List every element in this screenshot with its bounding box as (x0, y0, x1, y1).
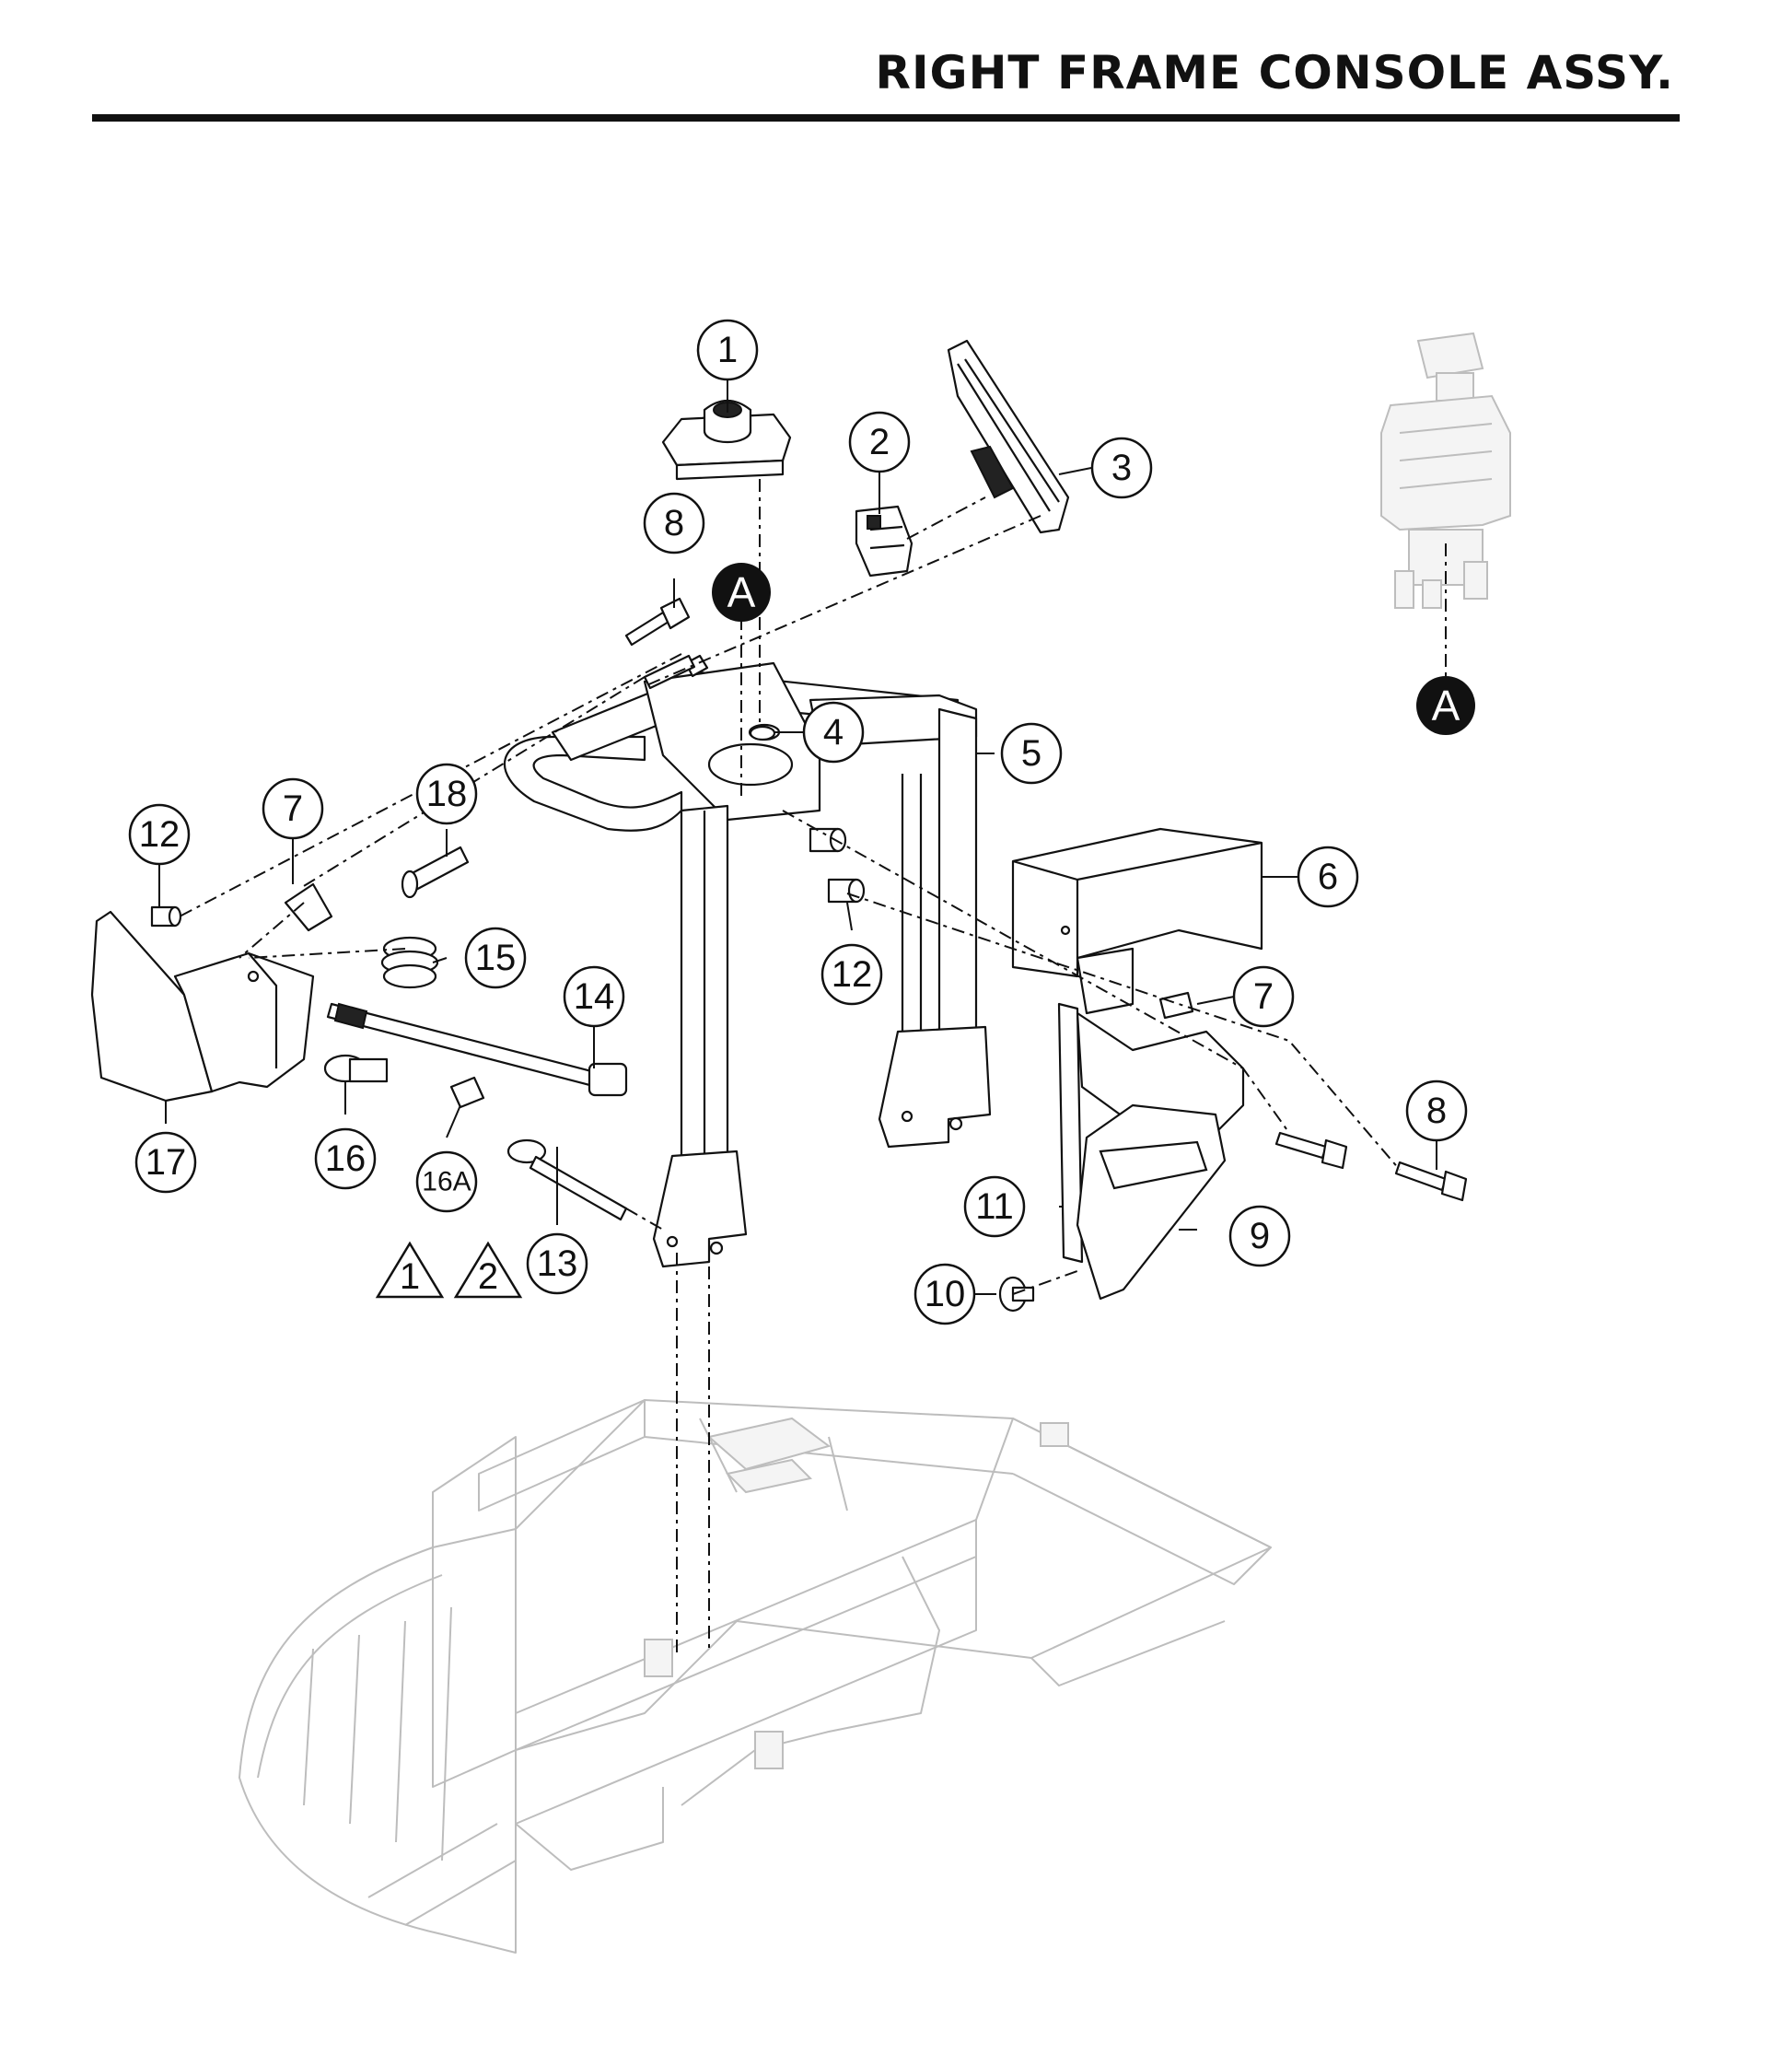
callout-2: 2 (848, 411, 911, 473)
callout-8-lower: 8 (1405, 1080, 1468, 1142)
part-console-frame (504, 661, 992, 1268)
svg-text:1: 1 (400, 1256, 420, 1297)
callout-3: 3 (1090, 437, 1153, 499)
svg-text:18: 18 (426, 774, 468, 814)
part-connector-small (449, 1076, 485, 1109)
part-cable (326, 1002, 628, 1097)
part-bushing-left (150, 905, 182, 928)
callout-7-right: 7 (1232, 965, 1295, 1028)
callout-15: 15 (464, 927, 527, 989)
assembly-lines (179, 479, 1447, 1658)
svg-text:5: 5 (1021, 733, 1041, 774)
svg-text:8: 8 (1426, 1091, 1447, 1131)
svg-text:17: 17 (145, 1142, 187, 1183)
part-pin (401, 846, 470, 899)
callout-13: 13 (526, 1232, 588, 1295)
page-title: RIGHT FRAME CONSOLE ASSY. (875, 46, 1674, 99)
callout-14: 14 (563, 965, 625, 1028)
part-connector (323, 1054, 389, 1083)
svg-text:15: 15 (475, 938, 517, 978)
svg-text:A: A (727, 568, 756, 616)
svg-text:16: 16 (325, 1138, 367, 1179)
part-bolt-upper (624, 597, 709, 690)
part-bushing-right (809, 827, 866, 904)
svg-text:7: 7 (1253, 976, 1274, 1017)
svg-text:2: 2 (478, 1256, 498, 1297)
svg-text:14: 14 (574, 976, 615, 1017)
part-clip-right (1158, 991, 1194, 1020)
callout-8-upper: 8 (643, 492, 705, 554)
svg-text:9: 9 (1250, 1216, 1270, 1256)
callout-7-left: 7 (262, 777, 324, 840)
ghost-frame (239, 1399, 1272, 1954)
reference-marker-a-main: A (712, 563, 771, 622)
svg-text:16A: 16A (422, 1167, 471, 1197)
svg-text:12: 12 (832, 954, 873, 995)
part-push-pin (998, 1276, 1035, 1313)
svg-text:A: A (1432, 682, 1460, 729)
callout-9: 9 (1228, 1205, 1291, 1267)
part-lower-bracket (1057, 1002, 1245, 1264)
joystick-detail (1380, 332, 1511, 609)
svg-text:7: 7 (283, 788, 303, 829)
note-triangle-2: 2 (453, 1241, 523, 1299)
part-switch (855, 505, 913, 578)
svg-text:6: 6 (1318, 857, 1338, 897)
callout-16: 16 (314, 1127, 377, 1190)
reference-marker-a-detail: A (1416, 676, 1475, 735)
callout-12-left: 12 (128, 803, 191, 866)
note-triangle-1: 1 (375, 1241, 445, 1299)
callout-10: 10 (913, 1263, 976, 1325)
svg-text:4: 4 (823, 712, 844, 753)
callout-11: 11 (963, 1175, 1026, 1238)
svg-text:13: 13 (537, 1243, 578, 1284)
callout-4: 4 (802, 701, 865, 764)
svg-text:2: 2 (869, 422, 890, 462)
callout-18: 18 (415, 763, 478, 825)
svg-text:10: 10 (925, 1274, 966, 1314)
callout-16a: 16A (415, 1150, 478, 1213)
part-bolt-long (506, 1138, 628, 1221)
svg-text:12: 12 (139, 814, 180, 855)
part-joystick-knob (661, 399, 792, 481)
svg-text:11: 11 (975, 1186, 1014, 1227)
callout-17: 17 (134, 1131, 197, 1194)
svg-text:8: 8 (664, 503, 684, 543)
callout-12-right: 12 (820, 943, 883, 1006)
part-side-cover (90, 910, 315, 1103)
part-cover-plate (1076, 1103, 1227, 1301)
part-upper-bracket (1011, 827, 1263, 1015)
part-display-panel (947, 339, 1070, 534)
title-rule (92, 114, 1680, 122)
part-clip-left (284, 882, 333, 932)
callout-1: 1 (696, 319, 759, 381)
part-bolt-lower (1274, 1131, 1468, 1202)
leader-lines (158, 376, 1437, 1295)
svg-text:3: 3 (1111, 448, 1132, 488)
svg-text:1: 1 (717, 330, 738, 370)
part-grommet-round (380, 936, 439, 989)
callout-5: 5 (1000, 722, 1063, 785)
part-grommet (749, 725, 776, 741)
callout-6: 6 (1297, 846, 1359, 908)
